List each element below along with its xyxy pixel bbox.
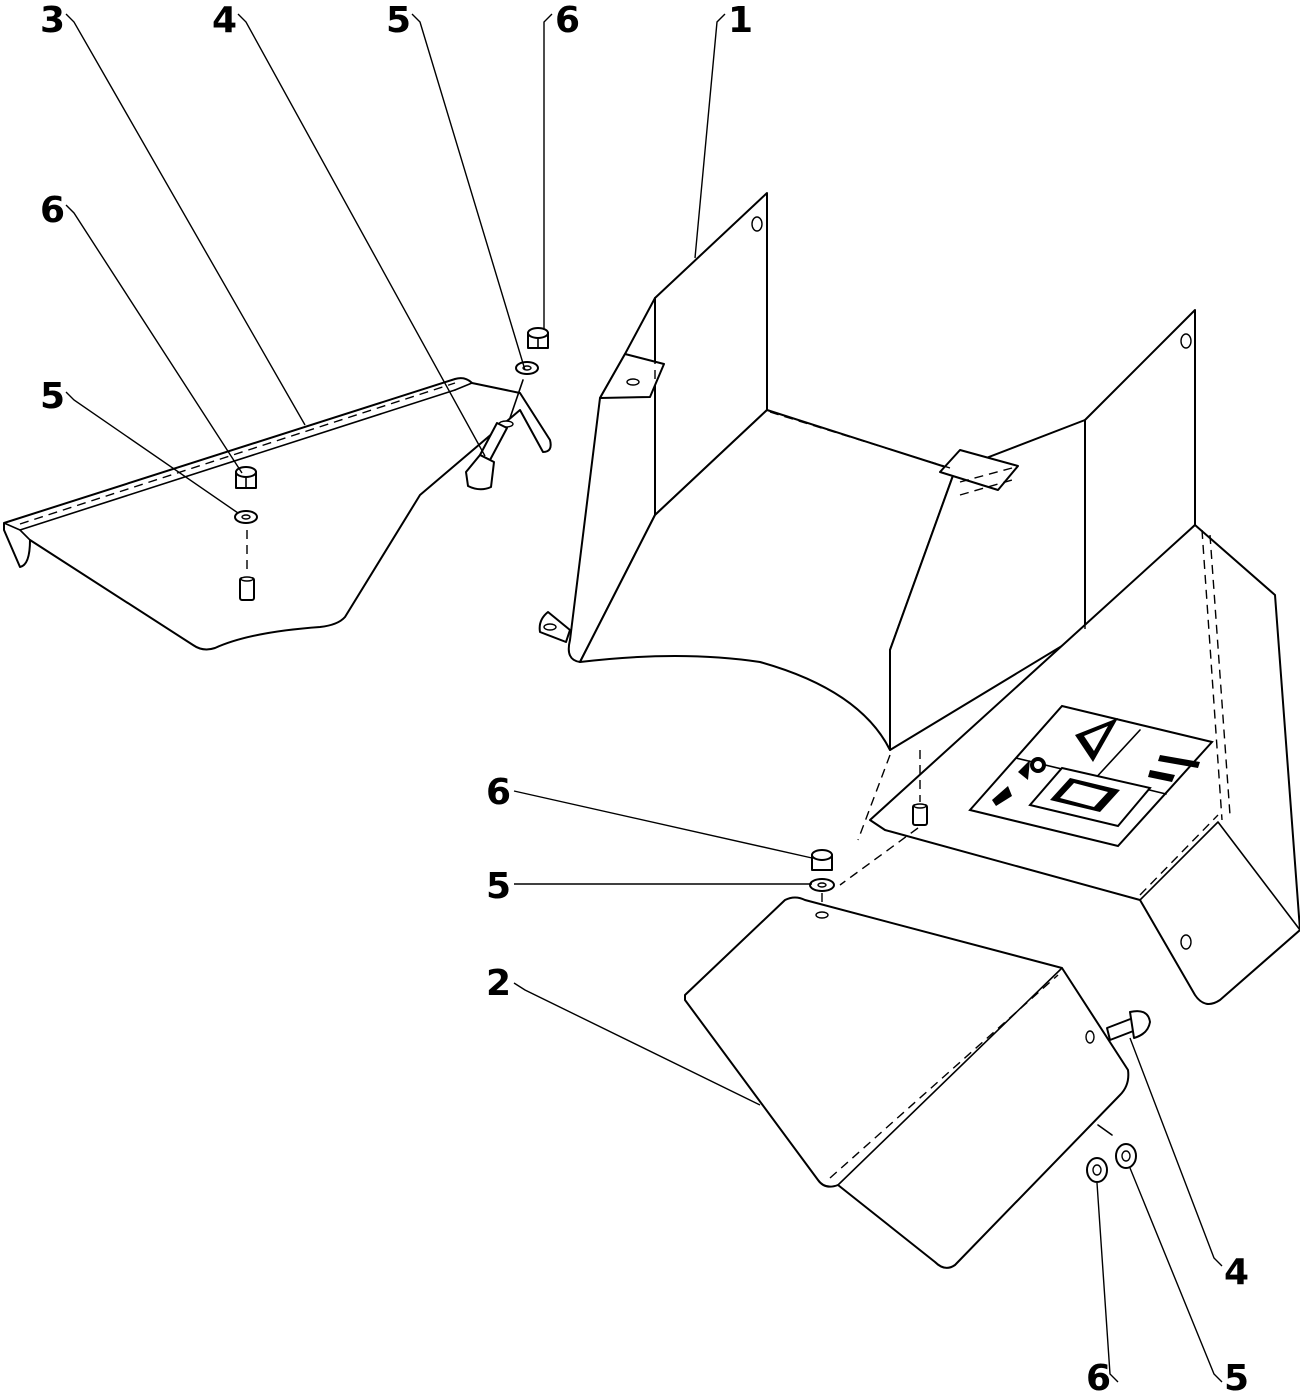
chute-spacer [912, 803, 928, 826]
callout-3: 3 [40, 0, 65, 41]
callout-2: 2 [486, 963, 511, 1004]
left-washer [234, 510, 258, 524]
read-manual-icon [1028, 766, 1152, 828]
callout-1: 1 [728, 0, 753, 41]
leader-lines [65, 13, 1223, 1383]
callout-6: 6 [555, 0, 580, 41]
callout-labels: 3 4 5 6 1 6 5 6 5 2 4 6 5 [40, 0, 1249, 1393]
callout-6: 6 [40, 190, 65, 231]
callout-4: 4 [1224, 1252, 1249, 1293]
part-1-housing [538, 192, 1300, 1005]
callout-5: 5 [486, 866, 511, 907]
callout-5: 5 [40, 376, 65, 417]
bottom-washer [1115, 1143, 1137, 1169]
left-spacer [239, 576, 255, 601]
part-2-lower-deflector [684, 896, 1130, 1269]
callout-4: 4 [212, 0, 237, 41]
part-3-deflector-plate [3, 377, 552, 651]
left-nut [235, 466, 257, 489]
mid-nut [811, 849, 833, 871]
callout-5: 5 [386, 0, 411, 41]
top-bolt [465, 422, 508, 491]
safety-decal [968, 704, 1214, 848]
right-bolt [1106, 1010, 1151, 1041]
mid-washer [809, 878, 835, 892]
top-nut [527, 327, 549, 349]
top-washer [515, 361, 539, 375]
callout-6: 6 [486, 772, 511, 813]
warning-triangle-icon [1075, 718, 1118, 762]
callout-6: 6 [1086, 1358, 1111, 1393]
hearing-protection-icon [992, 757, 1046, 806]
callout-5: 5 [1224, 1358, 1249, 1393]
bottom-nut [1086, 1157, 1108, 1183]
